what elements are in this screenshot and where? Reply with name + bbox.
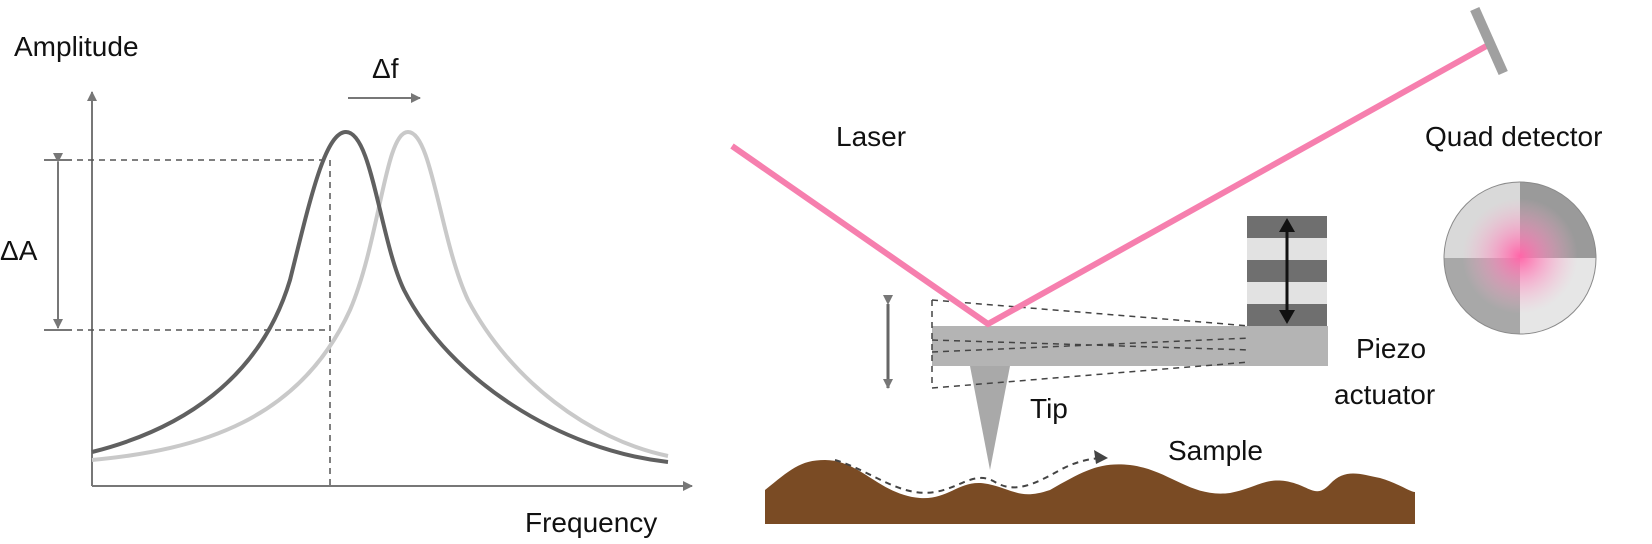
cantilever-deflection-outline [931,299,1251,389]
cantilever-tip [970,366,1010,470]
piezo-arrow-top [1279,218,1295,232]
laser-label: Laser [836,121,906,152]
piezo-label-line2: actuator [1334,379,1435,410]
resonance-plot: Amplitude Frequency Δf ΔA [0,31,693,538]
tip-trajectory-arrowhead [1094,450,1108,464]
x-axis-label: Frequency [525,507,657,538]
laser-beam [730,41,1492,328]
detector-mirror [1470,6,1508,76]
laser-spot [1462,198,1578,314]
sample-surface [765,460,1415,524]
delta-a-label: ΔA [0,235,38,266]
piezo-label-line1: Piezo [1356,333,1426,364]
afm-schematic: Laser Quad detector Piezo actuator Tip S… [730,6,1602,524]
quad-detector-label: Quad detector [1425,121,1602,152]
tip-trajectory [834,457,1106,494]
delta-f-label: Δf [372,53,399,84]
light-resonance-curve [91,129,669,462]
piezo-arrow-bottom [1279,310,1295,324]
tip-label: Tip [1030,393,1068,424]
sample-label: Sample [1168,435,1263,466]
quad-detector [1443,181,1597,335]
dark-resonance-curve [91,129,669,464]
y-axis-label: Amplitude [14,31,139,62]
